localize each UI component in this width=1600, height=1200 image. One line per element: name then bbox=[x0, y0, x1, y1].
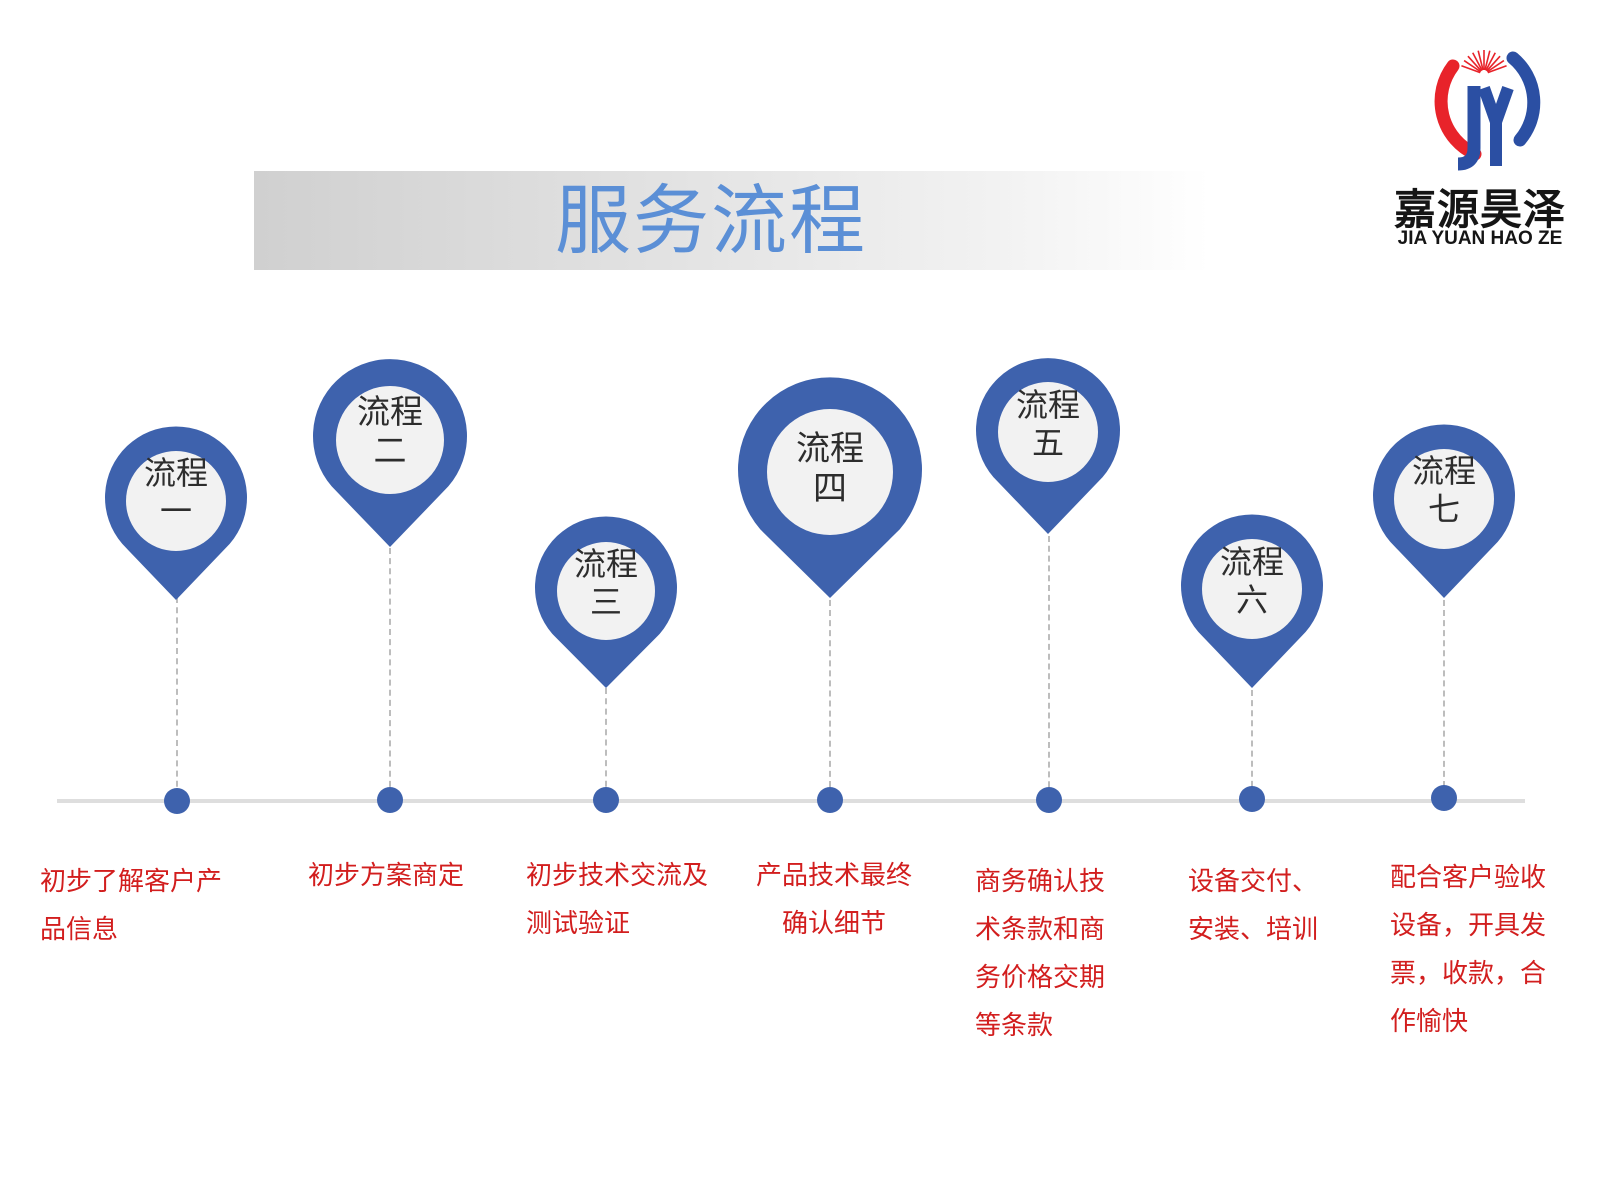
timeline-dot bbox=[377, 787, 403, 813]
timeline-line bbox=[57, 799, 1525, 803]
description-line: 作愉快 bbox=[1390, 1007, 1469, 1037]
step-label-text: 流程 bbox=[1411, 452, 1476, 490]
description-line: 配合客户验收 bbox=[1390, 863, 1547, 893]
map-pin-icon bbox=[535, 516, 677, 688]
timeline-dot bbox=[593, 787, 619, 813]
step-label-text: 流程 bbox=[143, 454, 208, 492]
description-line: 票，收款，合 bbox=[1390, 959, 1547, 989]
step-number: 五 bbox=[1031, 423, 1064, 462]
description-line: 初步了解客户产 bbox=[40, 867, 223, 897]
step-connector bbox=[1251, 690, 1253, 797]
step-description-3: 初步技术交流及 测试验证 bbox=[526, 852, 708, 948]
description-line: 等条款 bbox=[975, 1011, 1054, 1041]
step-connector bbox=[829, 600, 831, 797]
description-line: 安装、培训 bbox=[1188, 915, 1319, 945]
step-description-2: 初步方案商定 bbox=[308, 852, 464, 900]
timeline-dot bbox=[1036, 787, 1062, 813]
map-pin-icon bbox=[313, 359, 467, 547]
step-connector bbox=[389, 548, 391, 797]
step-connector bbox=[1443, 600, 1445, 797]
step-description-1: 初步了解客户产 品信息 bbox=[40, 858, 222, 954]
step-label: 流程 三 bbox=[556, 545, 656, 622]
step-number: 二 bbox=[373, 430, 407, 470]
step-label: 流程 六 bbox=[1202, 543, 1302, 620]
description-line: 商务确认技 bbox=[975, 867, 1106, 897]
step-label-text: 流程 bbox=[573, 545, 638, 583]
description-line: 测试验证 bbox=[526, 909, 631, 939]
map-pin-icon bbox=[738, 377, 922, 598]
description-line: 品信息 bbox=[40, 915, 119, 945]
step-number: 一 bbox=[159, 491, 192, 530]
logo-mark-icon bbox=[1434, 50, 1541, 171]
company-logo: 嘉源昊泽 JIA YUAN HAO ZE bbox=[1380, 36, 1580, 256]
step-label: 流程 二 bbox=[338, 392, 442, 471]
description-line: 设备，开具发 bbox=[1390, 911, 1547, 941]
timeline-dot bbox=[1239, 786, 1265, 812]
step-label-text: 流程 bbox=[1219, 543, 1284, 581]
timeline-dot bbox=[817, 787, 843, 813]
map-pin-icon bbox=[105, 426, 247, 600]
step-connector bbox=[1048, 536, 1050, 797]
page-title: 服务流程 bbox=[555, 176, 867, 265]
description-line: 术条款和商 bbox=[975, 915, 1106, 945]
step-label-text: 流程 bbox=[357, 392, 423, 431]
step-description-6: 设备交付、 安装、培训 bbox=[1188, 858, 1318, 954]
step-number: 四 bbox=[813, 469, 847, 510]
map-pin-icon bbox=[1181, 514, 1323, 688]
logo-name-en: JIA YUAN HAO ZE bbox=[1397, 228, 1563, 249]
step-label: 流程 五 bbox=[998, 386, 1098, 463]
step-label: 流程 一 bbox=[126, 454, 226, 531]
step-connector bbox=[176, 597, 178, 797]
description-line: 务价格交期 bbox=[975, 963, 1106, 993]
description-line: 设备交付、 bbox=[1188, 867, 1319, 897]
title-band bbox=[254, 171, 1210, 270]
timeline-dot bbox=[164, 788, 190, 814]
description-line: 产品技术最终 bbox=[755, 861, 912, 891]
step-description-5: 商务确认技 术条款和商 务价格交期 等条款 bbox=[975, 858, 1105, 1050]
step-label: 流程 四 bbox=[775, 429, 885, 509]
step-label-text: 流程 bbox=[1015, 386, 1080, 424]
step-number: 六 bbox=[1235, 580, 1268, 619]
step-number: 七 bbox=[1427, 489, 1460, 528]
description-line: 初步技术交流及 bbox=[526, 861, 709, 891]
step-description-7: 配合客户验收 设备，开具发 票，收款，合 作愉快 bbox=[1390, 854, 1546, 1046]
description-line: 确认细节 bbox=[781, 909, 886, 939]
description-line: 初步方案商定 bbox=[308, 861, 465, 891]
step-description-4: 产品技术最终 确认细节 bbox=[752, 852, 916, 948]
step-connector bbox=[605, 688, 607, 797]
timeline-dot bbox=[1431, 785, 1457, 811]
step-number: 三 bbox=[589, 582, 622, 621]
step-label-text: 流程 bbox=[796, 429, 864, 469]
logo-name-cn: 嘉源昊泽 bbox=[1393, 185, 1566, 234]
map-pin-icon bbox=[1373, 424, 1515, 598]
step-label: 流程 七 bbox=[1394, 452, 1494, 529]
map-pin-icon bbox=[976, 358, 1120, 534]
